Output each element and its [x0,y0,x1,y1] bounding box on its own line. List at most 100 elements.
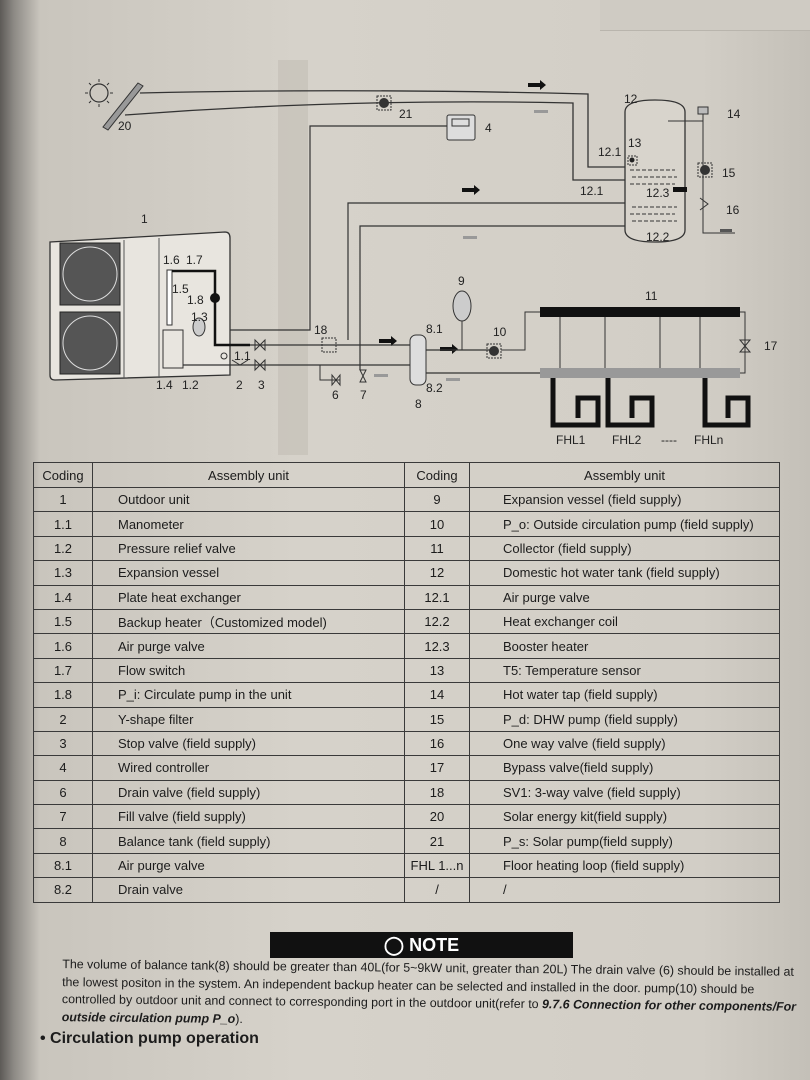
diagram-labels: 20 21 4 12 14 13 12.1 15 12.1 12.3 16 12… [118,92,778,447]
label-17: 17 [764,339,778,353]
coding-cell: 20 [404,804,470,830]
unit-outlet-pipe [172,269,250,347]
one-way-valve-icon [699,197,709,211]
solar-supply-pipe [139,90,625,168]
coding-cell: 13 [404,657,470,684]
label-6: 6 [332,388,339,402]
return-arrows [374,110,548,381]
assembly-unit-cell: P_d: DHW pump (field supply) [469,706,780,732]
label-1-7: 1.7 [186,253,203,267]
assembly-unit-cell: / [469,877,780,903]
coding-cell: 8.2 [33,877,93,903]
label-12-2: 12.2 [646,230,670,244]
hot-water-tap-icon [697,106,709,115]
solar-panel [102,82,144,131]
manometer-icon [220,352,228,360]
label-13: 13 [628,136,642,150]
label-1-1: 1.1 [234,349,251,363]
header-assembly-unit: Assembly unit [92,462,405,488]
header-coding: Coding [33,462,93,488]
assembly-unit-cell: Collector (field supply) [469,535,780,562]
label-12-1b: 12.1 [580,184,604,198]
stop-valve-icons [254,338,266,372]
booster-heater-icon [673,187,687,192]
assembly-unit-cell: Floor heating loop (field supply) [469,852,780,879]
coding-cell: 7 [33,804,93,830]
expansion-vessel-icon [192,317,206,337]
sun-icon [85,79,113,107]
collector-return [540,368,740,378]
coding-cell: 1.2 [33,535,93,562]
label-1: 1 [141,212,148,226]
label-18: 18 [314,323,328,337]
unit-pump-icon [210,293,220,303]
label-21: 21 [399,107,413,121]
label-1-4: 1.4 [156,378,173,392]
assembly-unit-cell: Backup heater（Customized model) [92,608,405,635]
dhw-pump-icon [697,162,713,178]
label-8-2: 8.2 [426,381,443,395]
coding-cell: 1.3 [33,560,93,586]
tank-return-pipe [359,225,625,370]
label-1-2: 1.2 [182,378,199,392]
label-fhln: FHLn [694,433,723,447]
header-coding: Coding [404,462,470,488]
page-top-edge [600,0,810,31]
expansion-vessel-9-icon [452,290,472,322]
assembly-unit-cell: Heat exchanger coil [469,608,780,635]
assembly-unit-cell: Pressure relief valve [92,535,405,562]
drain-valve-icon [331,373,341,387]
balance-tank-icon [409,334,427,386]
lightbulb-icon: ◯ [383,935,405,955]
assembly-unit-cell: Stop valve (field supply) [92,730,405,757]
section-heading: • Circulation pump operation [40,1030,259,1047]
floor-heating-loops [550,378,751,428]
coding-cell: 9 [404,486,470,513]
assembly-unit-cell: Manometer [92,511,405,537]
coding-cell: 10 [404,511,470,537]
three-way-valve-icon [321,337,337,353]
table-header-row: Coding Assembly unit Coding Assembly uni… [33,462,780,488]
wall [278,60,308,455]
coding-cell: 1.5 [33,608,93,635]
backup-heater-icon [166,269,173,326]
label-1-8: 1.8 [187,293,204,307]
flow-arrows [379,80,732,354]
assembly-unit-cell: Flow switch [92,657,405,684]
tank-supply-pipe [347,202,625,340]
assembly-unit-cell: Plate heat exchanger [92,584,405,610]
assembly-unit-cell: Air purge valve [92,633,405,659]
assembly-unit-cell: Expansion vessel [92,560,405,586]
assembly-unit-cell: Hot water tap (field supply) [469,682,780,708]
label-2: 2 [236,378,243,392]
coding-cell: 12.3 [404,633,470,659]
collector-supply [540,307,740,317]
temperature-sensor-icon [627,155,638,166]
note-end: ). [235,1011,243,1026]
assembly-table: Coding Assembly unit Coding Assembly uni… [33,462,780,903]
label-fhl2: FHL2 [612,433,642,447]
assembly-unit-cell: T5: Temperature sensor [469,657,780,684]
coding-cell: 3 [33,730,93,757]
coding-cell: 1.7 [33,657,93,684]
coding-cell: 12 [404,560,470,586]
bypass-valve-icon [738,339,752,353]
assembly-unit-cell: Fill valve (field supply) [92,804,405,830]
coding-cell: 4 [33,755,93,781]
plate-heat-exchanger-icon [162,329,184,369]
heat-exchanger-coil [630,206,677,222]
note-title: NOTE [409,935,460,955]
label-12-3: 12.3 [646,186,670,200]
fill-valve-icon [359,369,367,383]
coding-cell: 1.4 [33,584,93,610]
label-9: 9 [458,274,465,288]
